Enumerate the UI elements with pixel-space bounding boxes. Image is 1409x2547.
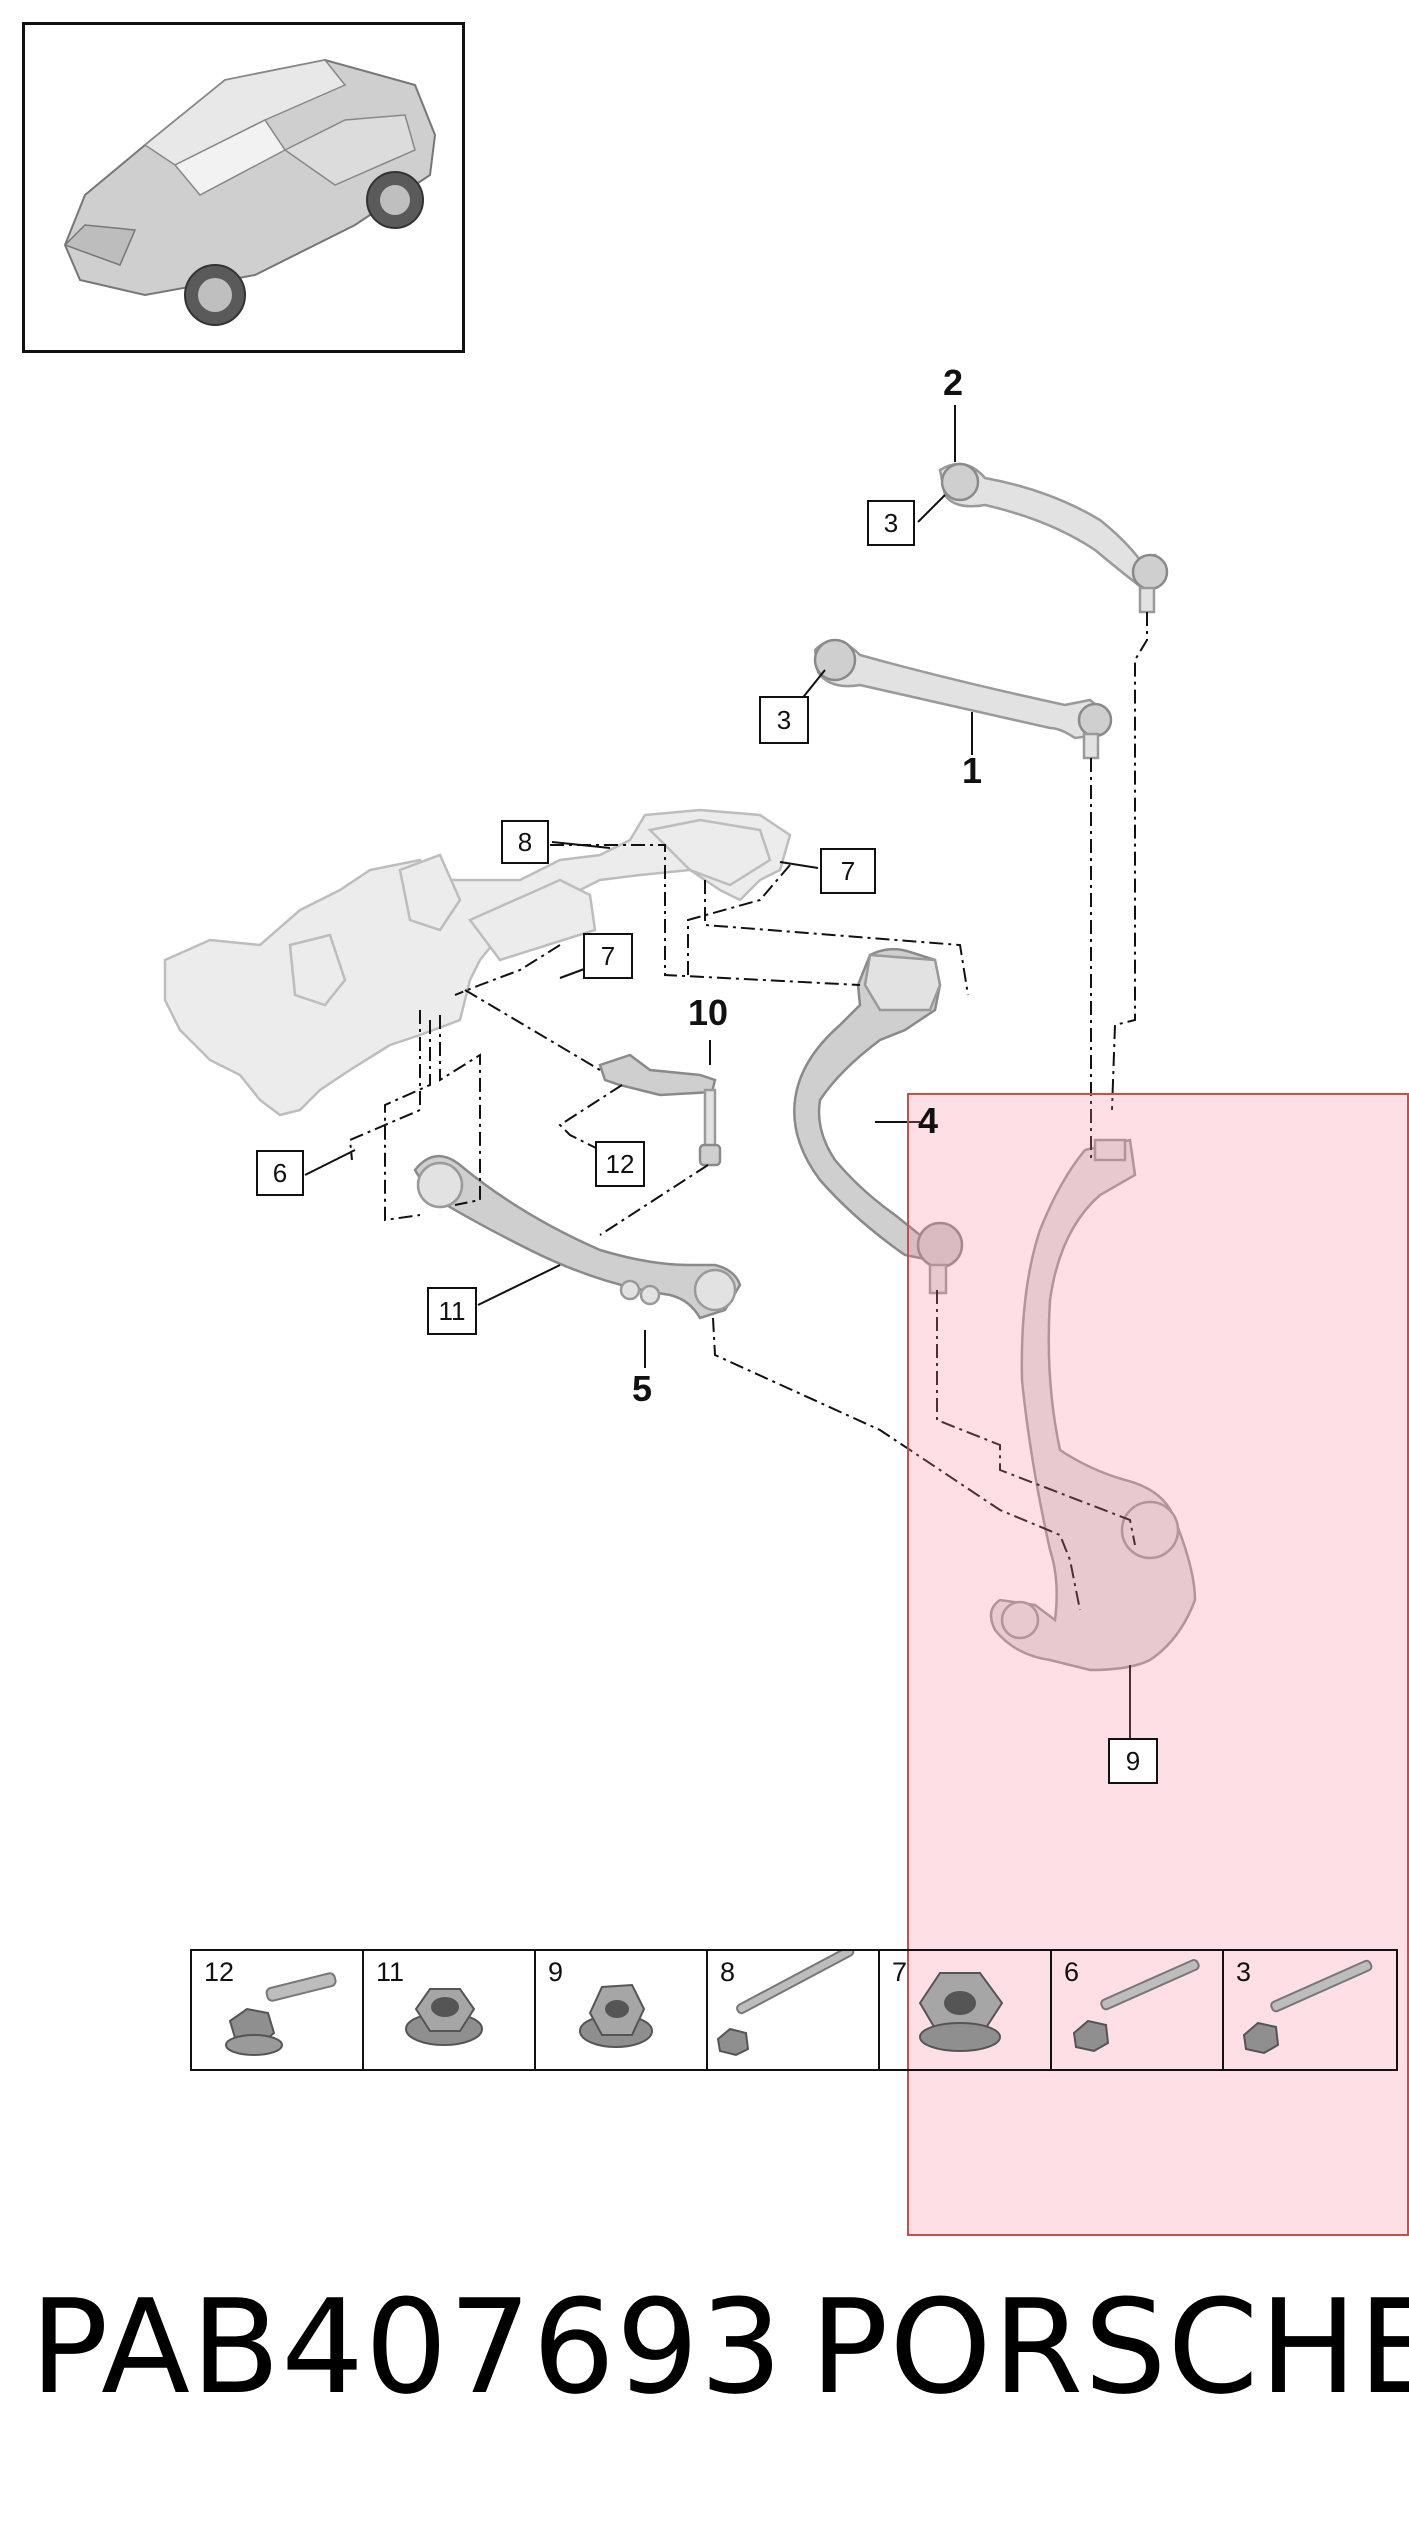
callout-2: 2: [943, 362, 964, 403]
callout-5: 5: [632, 1368, 653, 1409]
link-arm-5: [413, 1155, 742, 1320]
callout-4: 4: [918, 1100, 939, 1141]
callout-box-3: 3: [867, 500, 915, 546]
level-sensor-10: [598, 1053, 722, 1167]
wishbone-4: [793, 947, 964, 1295]
callout-box-6: 6: [256, 1150, 304, 1196]
leader-lines: [304, 405, 1131, 1738]
fastener-label: 8: [720, 1957, 736, 1987]
callout-box-7: 7: [583, 933, 633, 979]
callout-10: 10: [688, 992, 729, 1033]
callout-box-7: 7: [820, 848, 876, 894]
brand-name: PORSCHE: [810, 2271, 1409, 2423]
callout-box-8: 8: [501, 820, 549, 864]
vehicle-thumbnail: [22, 22, 465, 353]
assembly-lines: [348, 612, 1148, 1611]
callout-1: 1: [962, 750, 983, 791]
fastener-cell: 9: [536, 1951, 708, 2069]
callout-box-12: 12: [595, 1141, 645, 1187]
fastener-table: 12 11 9 8: [190, 1949, 1398, 2071]
control-arm-1: [813, 638, 1113, 760]
subframe: [163, 808, 792, 1117]
fastener-cell: 3: [1224, 1951, 1396, 2069]
callout-box-11: 11: [427, 1287, 477, 1335]
part-number: PAB407693: [30, 2271, 784, 2423]
long-bolt-icon: [716, 1951, 855, 2057]
fastener-cell: 12: [192, 1951, 364, 2069]
callout-box-3: 3: [759, 696, 809, 744]
flange-bolt-icon: [1072, 1959, 1200, 2053]
fastener-label: 6: [1064, 1957, 1080, 1987]
fastener-cell: 7: [880, 1951, 1052, 2069]
callout-box-9: 9: [1108, 1738, 1158, 1784]
fastener-label: 3: [1236, 1957, 1252, 1987]
large-hex-nut-icon: [918, 1972, 1004, 2052]
fastener-cell: 11: [364, 1951, 536, 2069]
fastener-cell: 6: [1052, 1951, 1224, 2069]
fastener-label: 12: [204, 1957, 235, 1987]
flange-bolt-short-icon: [225, 1972, 337, 2056]
fastener-cell: 8: [708, 1951, 880, 2069]
hex-flange-nut-icon: [579, 1983, 653, 2048]
flange-bolt-icon: [1242, 1959, 1373, 2055]
fastener-label: 9: [548, 1957, 564, 1987]
fastener-label: 7: [892, 1957, 908, 1987]
upper-control-arm-2: [938, 462, 1169, 614]
suv-illustration: [63, 58, 437, 326]
hex-flange-nut-icon: [405, 1988, 483, 2046]
fastener-label: 11: [376, 1957, 405, 1987]
wheel-carrier-9: [989, 1138, 1197, 1672]
